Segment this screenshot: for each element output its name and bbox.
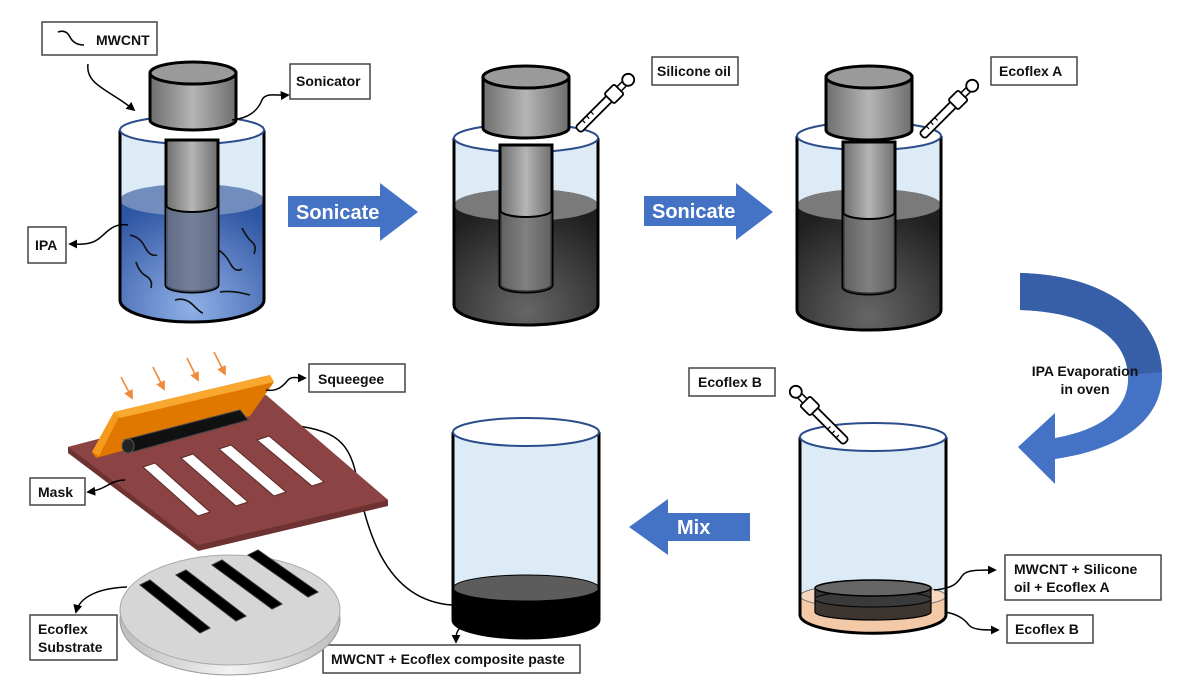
label-mwcnt: MWCNT <box>41 21 158 112</box>
sonicator-probe <box>148 60 238 294</box>
svg-text:Ecoflex: Ecoflex <box>38 621 88 637</box>
svg-text:Sonicator: Sonicator <box>296 73 361 89</box>
label-composite-paste: MWCNT + Ecoflex composite paste <box>322 627 581 674</box>
svg-text:oil + Ecoflex A: oil + Ecoflex A <box>1014 579 1110 595</box>
svg-text:Ecoflex B: Ecoflex B <box>1015 621 1079 637</box>
step4-beaker <box>798 422 948 635</box>
arrow-mix: Mix <box>629 499 750 555</box>
svg-text:Mask: Mask <box>38 484 73 500</box>
step3-beaker <box>795 64 943 332</box>
step2-beaker <box>452 64 600 327</box>
arrow-ipa-evaporation: IPA Evaporation in oven <box>1018 273 1163 484</box>
svg-text:Mix: Mix <box>677 517 710 539</box>
svg-text:Ecoflex B: Ecoflex B <box>698 374 762 390</box>
svg-text:IPA: IPA <box>35 237 57 253</box>
svg-text:Sonicate: Sonicate <box>652 201 735 223</box>
mwcnt-strands <box>129 227 256 314</box>
mask-slots <box>142 435 326 517</box>
arrow-sonicate-1: Sonicate <box>288 183 418 241</box>
label-mwcnt-silicone-ecoflex-a: MWCNT + Silicone oil + Ecoflex A <box>933 554 1162 601</box>
svg-text:in oven: in oven <box>1060 381 1109 397</box>
dropper-icon <box>575 72 636 133</box>
label-ipa: IPA <box>27 224 129 264</box>
svg-text:Silicone oil: Silicone oil <box>657 63 731 79</box>
label-silicone-oil: Silicone oil <box>651 56 739 86</box>
ecoflex-substrate <box>119 549 341 676</box>
svg-text:Ecoflex A: Ecoflex A <box>999 63 1062 79</box>
svg-text:IPA Evaporation: IPA Evaporation <box>1032 363 1139 379</box>
label-sonicator: Sonicator <box>231 63 371 121</box>
press-arrows <box>120 351 226 400</box>
printed-stripes <box>139 549 319 634</box>
label-ecoflex-substrate: Ecoflex Substrate <box>29 586 128 661</box>
dropper-icon <box>788 384 849 445</box>
paste-roll <box>121 409 249 454</box>
label-mask: Mask <box>29 477 126 506</box>
svg-text:MWCNT + Silicone: MWCNT + Silicone <box>1014 561 1138 577</box>
svg-text:MWCNT: MWCNT <box>96 32 150 48</box>
label-ecoflex-b-layer: Ecoflex B <box>944 611 1094 644</box>
step5-beaker <box>451 417 601 640</box>
svg-text:MWCNT + Ecoflex composite past: MWCNT + Ecoflex composite paste <box>331 651 565 667</box>
svg-text:Substrate: Substrate <box>38 639 103 655</box>
arrow-sonicate-2: Sonicate <box>644 183 773 240</box>
mwcnt-layer-disc <box>814 579 932 621</box>
svg-text:Sonicate: Sonicate <box>296 202 379 224</box>
dropper-icon <box>919 78 980 139</box>
step1-beaker <box>118 60 266 324</box>
svg-text:Squeegee: Squeegee <box>318 371 384 387</box>
label-ecoflex-a: Ecoflex A <box>990 56 1078 86</box>
label-ecoflex-b-additive: Ecoflex B <box>688 367 776 397</box>
squeegee <box>92 375 274 458</box>
label-squeegee: Squeegee <box>265 363 406 393</box>
